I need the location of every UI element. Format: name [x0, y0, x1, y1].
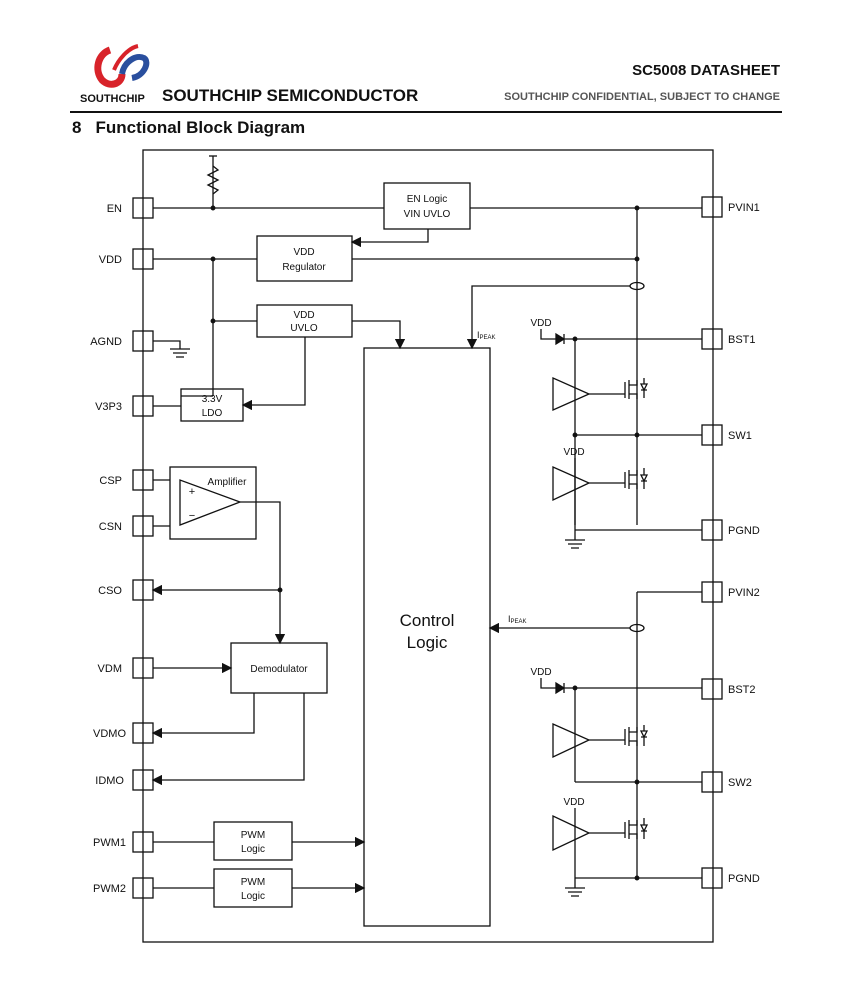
pin-label-vdd: VDD — [99, 254, 122, 266]
vdd-regulator-label-2: Regulator — [282, 262, 326, 273]
amplifier-block — [169, 466, 257, 540]
ipeak-label-2: IPEAK — [508, 614, 527, 625]
pin-box-bst2 — [701, 678, 723, 700]
pwm2-label-1: PWM — [241, 877, 265, 888]
vdd-label-ls2: VDD — [563, 797, 584, 808]
pin-box-bst1 — [701, 328, 723, 350]
pin-box-pgnd1 — [701, 519, 723, 541]
en-logic-label-1: EN Logic — [407, 194, 448, 205]
pin-label-agnd: AGND — [90, 336, 122, 348]
pin-label-v3p3: V3P3 — [95, 401, 122, 413]
amplifier-label: Amplifier — [208, 477, 248, 488]
pin-label-cso: CSO — [98, 585, 122, 597]
vdd-uvlo-label-2: UVLO — [290, 323, 317, 334]
pin-label-vdmo: VDMO — [93, 728, 126, 740]
pin-box-sw2 — [701, 771, 723, 793]
ldo-label-2: LDO — [202, 408, 223, 419]
pin-label-pwm2: PWM2 — [93, 883, 126, 895]
pin-box-sw1 — [701, 424, 723, 446]
pin-label-sw1: SW1 — [728, 430, 752, 442]
control-logic-label-1: Control — [400, 611, 455, 630]
chip-outline — [142, 149, 714, 943]
logo-word: SOUTHCHIP — [80, 93, 145, 105]
pin-label-en: EN — [107, 203, 122, 215]
vdd-regulator-label-1: VDD — [293, 247, 314, 258]
vdd-label-ls1: VDD — [563, 447, 584, 458]
pin-label-pwm1: PWM1 — [93, 837, 126, 849]
vdd-regulator-block — [256, 235, 353, 282]
vdd-label-bst2: VDD — [530, 667, 551, 678]
header-rule — [70, 111, 782, 113]
pin-box-pgnd2 — [701, 867, 723, 889]
pin-label-bst2: BST2 — [728, 684, 756, 696]
control-logic-block — [363, 347, 491, 927]
confidential-notice: SOUTHCHIP CONFIDENTIAL, SUBJECT TO CHANG… — [504, 91, 780, 103]
pin-label-pvin1: PVIN1 — [728, 202, 760, 214]
pwm1-label-1: PWM — [241, 830, 265, 841]
amp-minus-sign: − — [189, 510, 195, 522]
pin-label-sw2: SW2 — [728, 777, 752, 789]
ldo-label-1: 3.3V — [202, 394, 223, 405]
section-heading: 8 Functional Block Diagram — [72, 118, 305, 138]
pin-label-bst1: BST1 — [728, 334, 756, 346]
section-number: 8 — [72, 118, 82, 137]
pin-label-vdm: VDM — [98, 663, 122, 675]
demodulator-label: Demodulator — [250, 664, 308, 675]
en-logic-block — [383, 182, 471, 230]
vdd-uvlo-label-1: VDD — [293, 310, 314, 321]
pin-label-idmo: IDMO — [95, 775, 124, 787]
pwm1-logic-block — [213, 821, 293, 861]
company-name: SOUTHCHIP SEMICONDUCTOR — [162, 86, 419, 105]
pin-label-csp: CSP — [99, 475, 122, 487]
pin-box-pvin2 — [701, 581, 723, 603]
pin-box-pvin1 — [701, 196, 723, 218]
pin-label-pgnd2: PGND — [728, 873, 760, 885]
document-title: SC5008 DATASHEET — [632, 62, 780, 79]
ipeak-label-1: IPEAK — [477, 330, 496, 341]
amp-plus-sign: + — [189, 486, 195, 498]
pwm2-label-2: Logic — [241, 891, 265, 902]
right-pin-labels: PVIN1 BST1 SW1 PGND PVIN2 BST2 SW2 PGND — [728, 202, 760, 885]
pin-label-pvin2: PVIN2 — [728, 587, 760, 599]
pin-label-csn: CSN — [99, 521, 122, 533]
vdd-label-bst1: VDD — [530, 318, 551, 329]
southchip-logo — [94, 44, 150, 88]
pin-label-pgnd1: PGND — [728, 525, 760, 537]
left-pin-labels: EN VDD AGND V3P3 CSP CSN CSO VDM VDMO ID… — [90, 203, 126, 895]
section-title: Functional Block Diagram — [95, 118, 306, 137]
control-logic-label-2: Logic — [407, 633, 448, 652]
en-logic-label-2: VIN UVLO — [404, 209, 451, 220]
pwm1-label-2: Logic — [241, 844, 265, 855]
